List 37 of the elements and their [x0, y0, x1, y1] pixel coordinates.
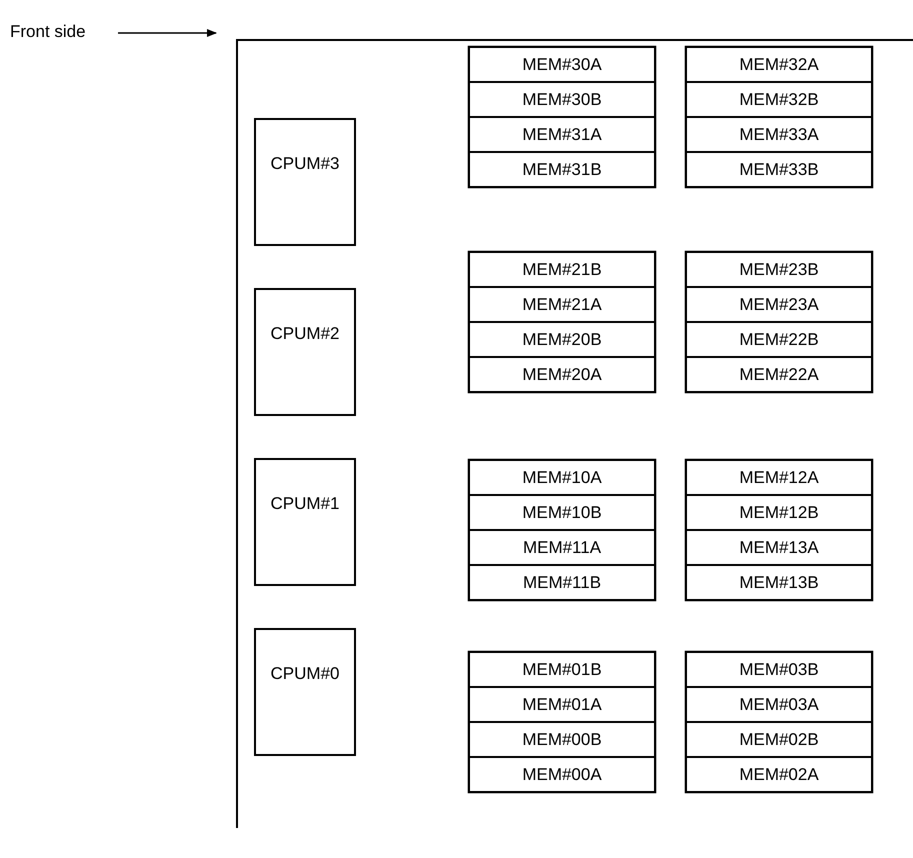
memory-slot-box: MEM#00B [469, 722, 655, 757]
cpu-module-box: CPUM#2 [254, 288, 356, 416]
memory-slot-box: MEM#00A [469, 757, 655, 792]
cpu-module-box: CPUM#0 [254, 628, 356, 756]
memory-slot-box: MEM#03A [686, 687, 872, 722]
front-side-label: Front side [10, 22, 86, 42]
memory-slot-box: MEM#11B [469, 565, 655, 600]
cpu-module-box: CPUM#1 [254, 458, 356, 586]
memory-slot-box: MEM#33B [686, 152, 872, 187]
memory-slot-box: MEM#02A [686, 757, 872, 792]
memory-slot-box: MEM#20B [469, 322, 655, 357]
memory-slot-box: MEM#30A [469, 47, 655, 82]
memory-slot-box: MEM#10A [469, 460, 655, 495]
memory-slot-box: MEM#31B [469, 152, 655, 187]
memory-slot-box: MEM#20A [469, 357, 655, 392]
memory-slot-box: MEM#11A [469, 530, 655, 565]
memory-slot-box: MEM#21B [469, 252, 655, 287]
memory-slot-box: MEM#10B [469, 495, 655, 530]
memory-slot-box: MEM#23A [686, 287, 872, 322]
memory-slot-box: MEM#12B [686, 495, 872, 530]
memory-slot-box: MEM#01B [469, 652, 655, 687]
memory-slot-box: MEM#31A [469, 117, 655, 152]
cpu-module-box: CPUM#3 [254, 118, 356, 246]
memory-slot-box: MEM#32A [686, 47, 872, 82]
memory-slot-box: MEM#13A [686, 530, 872, 565]
memory-slot-box: MEM#21A [469, 287, 655, 322]
memory-slot-box: MEM#22A [686, 357, 872, 392]
memory-slot-box: MEM#12A [686, 460, 872, 495]
memory-slot-box: MEM#30B [469, 82, 655, 117]
memory-slot-box: MEM#32B [686, 82, 872, 117]
memory-slot-box: MEM#03B [686, 652, 872, 687]
memory-slot-box: MEM#33A [686, 117, 872, 152]
memory-slot-box: MEM#01A [469, 687, 655, 722]
memory-slot-box: MEM#13B [686, 565, 872, 600]
memory-slot-box: MEM#22B [686, 322, 872, 357]
memory-slot-box: MEM#02B [686, 722, 872, 757]
memory-slot-box: MEM#23B [686, 252, 872, 287]
